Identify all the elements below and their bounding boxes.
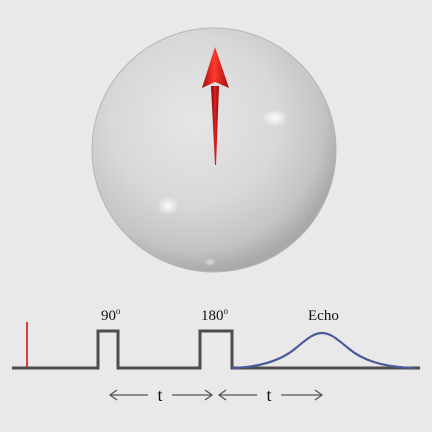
interval2-label: t — [266, 385, 271, 405]
sphere-highlight — [262, 109, 288, 127]
interval1-label: t — [157, 385, 162, 405]
interval1-arrow — [108, 389, 214, 401]
pulse-sequence-line — [12, 329, 420, 370]
magnetization-vector-arrow-icon — [202, 47, 229, 165]
pulse2-label: 180o — [201, 306, 229, 324]
sphere-highlight — [157, 197, 179, 215]
echo-curve — [231, 331, 415, 370]
sphere-highlight — [204, 258, 216, 266]
pulse1-label: 90o — [101, 306, 121, 324]
interval2-arrow — [217, 389, 324, 401]
bloch-sphere-icon — [91, 27, 337, 273]
echo-label: Echo — [308, 308, 339, 324]
